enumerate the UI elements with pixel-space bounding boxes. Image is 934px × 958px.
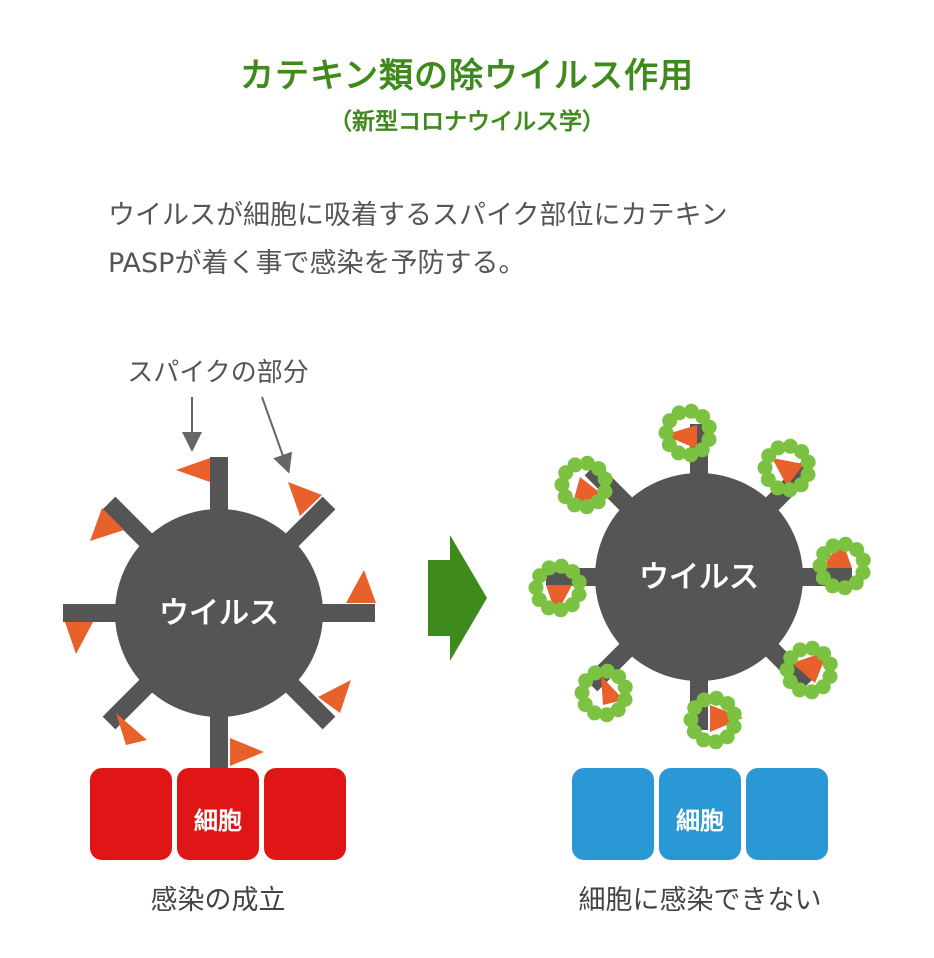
catechin-dot [726,706,742,722]
catechin-dot [719,729,735,745]
catechin-dot [661,437,677,453]
left-cell-label: 細胞 [194,807,242,835]
description: ウイルスが細胞に吸着するスパイク部位にカテキン PASPが着く事で感染を予防する… [108,192,868,288]
catechin-dot [683,712,699,728]
spike-tip [176,458,210,482]
catechin-dot [579,499,595,515]
catechin-dot [571,574,587,590]
spike-callout-label: スパイクの部分 [127,358,308,388]
catechin-dot [617,679,633,695]
catechin-dot [779,662,795,678]
catechin-dot [564,597,580,613]
catechin-dot [792,642,808,658]
catechin-dot [541,560,557,576]
catechin-dot [760,472,776,488]
catechin-dot [800,454,816,470]
catechin-dot [683,447,699,463]
catechin-dot [757,460,773,476]
catechin-dot [815,570,831,586]
left-caption: 感染の成立 [150,885,286,916]
right-cell-label: 細胞 [676,807,724,835]
catechin-dot [574,685,590,701]
catechin-dot [782,438,798,454]
catechin-dot [671,405,687,421]
description-line-1: ウイルスが細胞に吸着するスパイク部位にカテキン [108,200,728,231]
spike-tip [710,705,743,732]
left-spike-tips [65,458,376,766]
catechin-clusters [528,403,871,750]
left-virus-label: ウイルス [159,596,279,631]
catechin-dot [557,489,573,505]
catechin-dot [782,482,798,498]
catechin-dot [590,494,606,510]
transition-arrow [428,535,487,661]
spike-tip [90,508,124,541]
catechin-dot [567,457,583,473]
catechin-dot [683,403,699,419]
right-virus-label: ウイルス [639,560,759,595]
catechin-dot [822,656,838,672]
spike-callout-arrow-diagonal [261,396,293,474]
infected-cell [264,768,346,860]
spike-tip [288,482,322,516]
catechin-dot [770,440,786,456]
page-title: カテキン類の除ウイルス作用 [240,56,694,96]
catechin-dot [587,665,603,681]
catechin-dot [782,674,798,690]
catechin-dot [553,602,569,618]
catechin-dot [694,442,710,458]
catechin-dot [696,692,712,708]
spike-tip [664,425,697,449]
catechin-dot [531,592,547,608]
infected-cell [177,768,259,860]
catechin-dot [812,558,828,574]
protected-cell [659,768,741,860]
catechin-dot [599,663,615,679]
spike-tip [116,713,147,745]
catechin-dot [793,477,809,493]
catechin-dot [599,707,615,723]
catechin-dot [837,536,853,552]
catechin-dot [658,425,674,441]
infected-cell [90,768,172,860]
description-line-2: PASPが着く事で感染を予防する。 [108,248,526,279]
catechin-dot [837,580,853,596]
spike-tip [65,622,93,654]
page-subtitle: （新型コロナウイルス学） [329,109,605,135]
protected-cell [746,768,828,860]
catechin-dot [553,558,569,574]
catechin-dot [528,580,544,596]
catechin-dot [554,477,570,493]
spike-tip [772,458,804,486]
spike-tip [572,477,603,506]
protected-cell [572,768,654,860]
catechin-dot [577,697,593,713]
catechin-dot [686,724,702,740]
catechin-dot [804,640,820,656]
catechin-dot [848,575,864,591]
spike-tip [346,570,376,603]
catechin-dot [708,690,724,706]
catechin-dot [701,419,717,435]
catechin-dot [610,702,626,718]
catechin-dot [579,455,595,471]
catechin-dot [804,684,820,700]
right-caption: 細胞に感染できない [578,885,822,916]
right-panel: ウイルス 細胞 [528,403,871,860]
catechin-dot [855,552,871,568]
catechin-dot [708,734,724,750]
right-virus-body [595,473,803,681]
spike-tip [230,738,264,766]
spike-tip [546,585,572,615]
catechin-dot [597,471,613,487]
catechin-dot [815,679,831,695]
left-panel: スパイクの部分 ウイルス 細胞 [63,358,376,860]
spike-tip [318,680,351,713]
catechin-dot [825,538,841,554]
left-virus-body [115,509,323,717]
